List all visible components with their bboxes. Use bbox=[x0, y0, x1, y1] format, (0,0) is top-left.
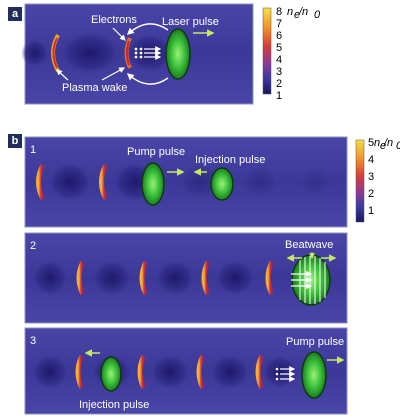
svg-text:n: n bbox=[287, 6, 293, 18]
electron-bunch bbox=[134, 46, 162, 60]
panel-b1-scene: 1 Pump pulse Injection pulse bbox=[24, 136, 348, 228]
wake-pointer bbox=[101, 67, 126, 81]
sub3-number: 3 bbox=[30, 335, 36, 347]
laser-pulse-shape bbox=[165, 28, 191, 80]
injection-pulse-shape bbox=[210, 167, 234, 201]
wake-crest bbox=[139, 260, 149, 296]
sub1-number: 1 bbox=[30, 144, 36, 156]
svg-text:e: e bbox=[294, 9, 300, 21]
panel-b3-scene: 3 Injection pulse Pump pulse bbox=[24, 327, 348, 415]
cb-a-tick: 4 bbox=[276, 54, 282, 66]
colorbar-a: 8 7 6 5 4 3 2 1 n e /n 0 bbox=[262, 6, 321, 102]
cb-b-tick: 4 bbox=[368, 154, 374, 166]
wake-crest-core bbox=[126, 40, 130, 66]
wake-crest bbox=[137, 354, 147, 390]
colorbar-b: 5 4 3 2 1 n e /n 0 bbox=[355, 137, 400, 223]
wake-crest-core bbox=[52, 37, 58, 69]
panel-a-scene: Electrons Laser pulse Plasma wake bbox=[21, 3, 254, 105]
cb-a-tick: 6 bbox=[276, 30, 282, 42]
sub2-number: 2 bbox=[30, 240, 36, 252]
cb-b-tick: 2 bbox=[368, 188, 374, 200]
laser-pulse-label: Laser pulse bbox=[162, 16, 219, 28]
svg-text:/n: /n bbox=[298, 6, 308, 18]
density-cavity bbox=[21, 39, 49, 67]
wake-crest bbox=[196, 354, 206, 390]
cb-a-tick: 8 bbox=[276, 6, 282, 18]
density-cavity bbox=[60, 31, 120, 75]
panel-b2-scene: 2 Beatwave bbox=[24, 232, 348, 324]
cb-a-tick: 7 bbox=[276, 18, 282, 30]
flow-arrow bbox=[126, 73, 169, 85]
svg-text:0: 0 bbox=[314, 9, 321, 21]
injection-pulse-shape bbox=[100, 356, 122, 392]
pump-pulse-label: Pump pulse bbox=[286, 336, 344, 348]
cb-b-title: n e /n 0 bbox=[374, 137, 400, 152]
wake-crest bbox=[255, 354, 265, 390]
svg-text:n: n bbox=[374, 137, 380, 149]
wake-pointer bbox=[56, 69, 69, 81]
cb-a-tick: 1 bbox=[276, 90, 282, 102]
pump-pulse-shape bbox=[301, 351, 327, 399]
pump-pulse-shape bbox=[141, 162, 165, 206]
wake-crest bbox=[201, 260, 211, 296]
beatwave-label: Beatwave bbox=[285, 239, 333, 251]
wake-crest bbox=[76, 260, 86, 296]
svg-text:e: e bbox=[380, 140, 386, 152]
beatwave-electrons bbox=[291, 271, 313, 289]
cb-a-tick: 5 bbox=[276, 42, 282, 54]
injection-pulse-label: Injection pulse bbox=[195, 154, 265, 166]
injection-pulse-label: Injection pulse bbox=[79, 399, 149, 411]
cb-b-tick: 1 bbox=[368, 205, 374, 217]
cb-b-tick: 3 bbox=[368, 171, 374, 183]
svg-text:0: 0 bbox=[396, 140, 400, 152]
cb-a-tick: 3 bbox=[276, 66, 282, 78]
panel-b-tag: b bbox=[8, 134, 22, 148]
panel-a-tag: a bbox=[8, 7, 22, 21]
electron-bunch bbox=[275, 366, 296, 382]
plasma-wake-label: Plasma wake bbox=[62, 82, 127, 94]
wake-crest bbox=[75, 354, 85, 390]
cb-b-tick: 5 bbox=[368, 137, 374, 149]
wake-crest bbox=[99, 163, 109, 201]
flow-arrow bbox=[126, 23, 169, 35]
svg-text:/n: /n bbox=[383, 137, 393, 149]
wake-crest bbox=[36, 163, 46, 201]
wake-crest bbox=[265, 260, 275, 296]
cb-a-tick: 2 bbox=[276, 78, 282, 90]
electrons-pointer bbox=[112, 27, 126, 41]
cb-a-title: n e /n 0 bbox=[287, 6, 321, 21]
electrons-label: Electrons bbox=[91, 14, 137, 26]
pump-pulse-label: Pump pulse bbox=[127, 146, 185, 158]
